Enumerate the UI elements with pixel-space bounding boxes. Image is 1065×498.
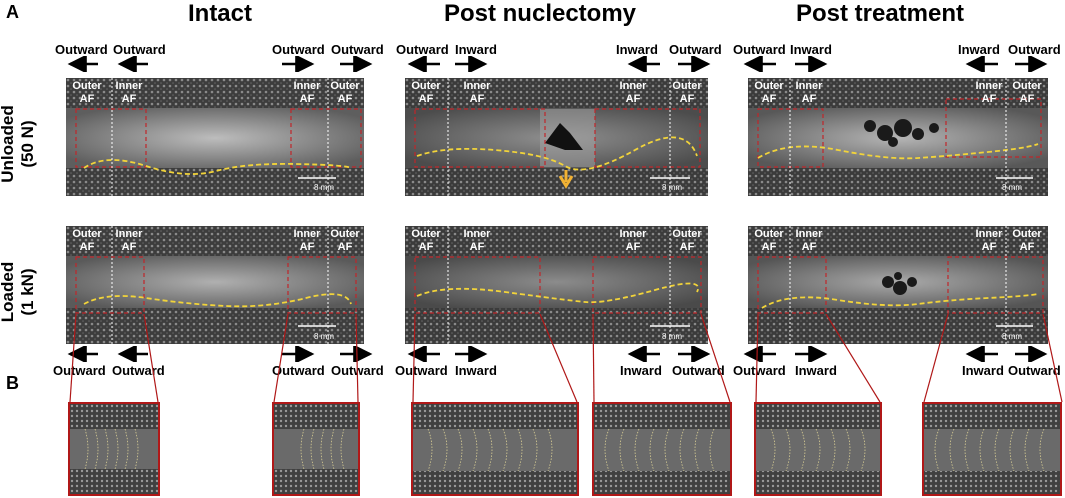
dir-label: Outward: [53, 363, 106, 378]
dir-label: Outward: [331, 42, 384, 57]
dir-label: Inward: [455, 42, 497, 57]
dir-label: Outward: [733, 42, 786, 57]
scale-bar-label: 8 mm: [662, 183, 682, 192]
mri-nuclectomy-unloaded: [405, 78, 708, 196]
dir-label: Inward: [616, 42, 658, 57]
dir-label: Inward: [620, 363, 662, 378]
dir-label: Outward: [669, 42, 722, 57]
dir-label: Outward: [395, 363, 448, 378]
dir-label: Outward: [112, 363, 165, 378]
dir-label: Outward: [272, 42, 325, 57]
scale-bar-label: 8 mm: [1002, 332, 1022, 341]
dir-label: Outward: [272, 363, 325, 378]
dir-label: Outward: [396, 42, 449, 57]
dir-label: Outward: [1008, 363, 1061, 378]
top-arrows: [67, 56, 1048, 72]
dir-label: Outward: [1008, 42, 1061, 57]
panel-letter-a: A: [6, 2, 19, 22]
row-label-unloaded-line1: Unloaded: [0, 105, 17, 183]
mri-intact-unloaded: [66, 78, 364, 196]
dir-label: Inward: [795, 363, 837, 378]
scale-bar-label: 8 mm: [662, 332, 682, 341]
zoom-treatment-left: [754, 402, 882, 496]
zoom-intact-left: [68, 402, 160, 496]
dir-label: Inward: [962, 363, 1004, 378]
column-title-intact: Intact: [187, 0, 252, 27]
mri-treatment-unloaded: [748, 78, 1048, 196]
zoom-intact-right: [272, 402, 360, 496]
dir-label: Inward: [455, 363, 497, 378]
bottom-arrows: [67, 346, 1048, 362]
dir-label: Outward: [733, 363, 786, 378]
zoom-treatment-right: [922, 402, 1062, 496]
mri-intact-loaded: [66, 226, 364, 344]
dir-label: Outward: [55, 42, 108, 57]
zoom-nuclectomy-left: [411, 402, 579, 496]
panel-letter-b: B: [6, 373, 19, 393]
mri-treatment-loaded: [748, 226, 1048, 344]
zoom-nuclectomy-right: [592, 402, 732, 496]
dir-label: Outward: [113, 42, 166, 57]
zoom-connectors: [69, 314, 1063, 403]
mri-nuclectomy-loaded: [405, 226, 708, 344]
column-title-post-treatment: Post treatment: [795, 0, 965, 27]
scale-bar-label: 8 mm: [1002, 183, 1022, 192]
row-label-unloaded: Unloaded (50 N): [0, 104, 38, 184]
dir-label: Outward: [672, 363, 725, 378]
scale-bar-label: 8 mm: [314, 332, 334, 341]
row-label-unloaded-line2: (50 N): [18, 120, 37, 168]
dir-label: Inward: [790, 42, 832, 57]
scale-bar-label: 8 mm: [314, 183, 334, 192]
dir-label: Inward: [958, 42, 1000, 57]
column-title-post-nuclectomy: Post nuclectomy: [443, 0, 637, 27]
